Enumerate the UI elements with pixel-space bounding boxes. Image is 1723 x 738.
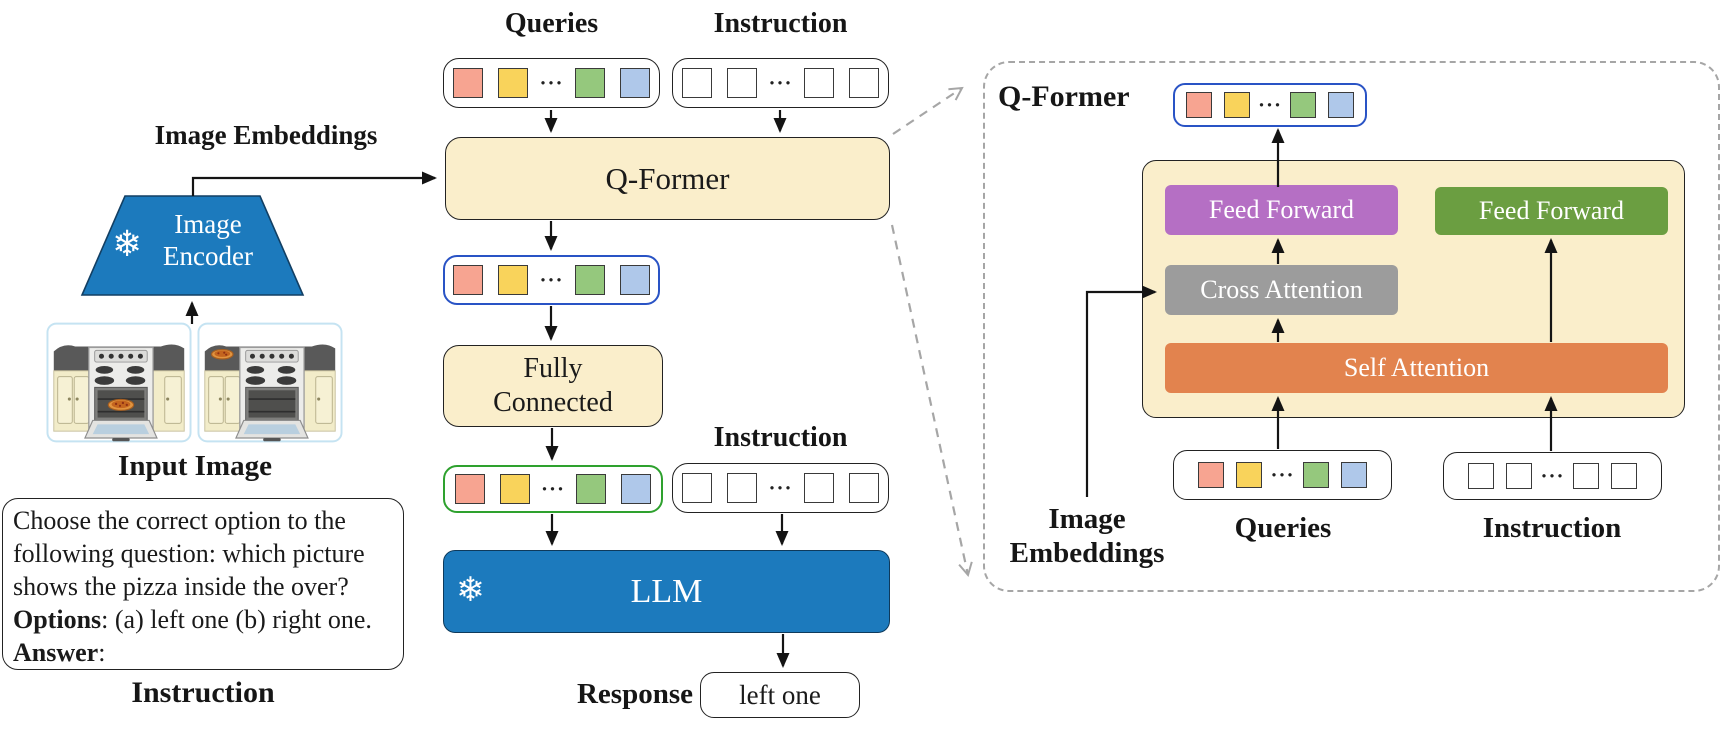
panel-image-embeddings-line2: Embeddings xyxy=(1009,537,1165,569)
token-square xyxy=(1236,462,1263,488)
response-value: left one xyxy=(739,679,821,710)
token-square xyxy=(619,68,650,98)
token-square xyxy=(574,68,605,98)
panel-output-token-box: ··· xyxy=(1173,83,1367,127)
token-square xyxy=(848,473,879,503)
instruction-line-1: Choose the correct option to the xyxy=(13,506,346,535)
panel-queries-token-box: ··· xyxy=(1173,450,1392,500)
image-embeddings-label: Image Embeddings xyxy=(154,120,378,150)
instruction-text-box: Choose the correct option to the followi… xyxy=(2,498,404,670)
token-square xyxy=(498,265,529,295)
qformer-box: Q-Former xyxy=(445,137,890,220)
fully-connected-line2: Connected xyxy=(493,387,613,418)
llm-box: ❄ LLM xyxy=(443,550,890,633)
token-square xyxy=(1572,463,1599,489)
token-square xyxy=(848,68,879,98)
fully-connected-box: Fully Connected xyxy=(443,345,663,427)
feed-forward-right-box: Feed Forward xyxy=(1435,187,1668,235)
cross-attention-label: Cross Attention xyxy=(1200,275,1363,304)
token-square xyxy=(619,265,650,295)
response-box: left one xyxy=(700,672,860,718)
token-square xyxy=(727,68,758,98)
panel-instruction-label: Instruction xyxy=(1482,512,1622,544)
qformer-box-label: Q-Former xyxy=(605,160,730,196)
token-square xyxy=(1328,92,1354,118)
token-square xyxy=(498,68,529,98)
instruction-line-4: Options: (a) left one (b) right one. xyxy=(13,605,372,634)
ellipsis-dots: ··· xyxy=(768,475,793,500)
token-square xyxy=(1610,463,1637,489)
queries-token-box-top: ··· xyxy=(443,58,660,108)
panel-image-embeddings-line1: Image xyxy=(1048,503,1126,535)
token-square xyxy=(576,474,606,504)
snowflake-icon: ❄ xyxy=(456,570,485,610)
panel-instruction-token-box: ··· xyxy=(1443,452,1662,500)
token-square xyxy=(1302,462,1329,488)
fully-connected-line1: Fully xyxy=(523,353,583,384)
token-square xyxy=(574,265,605,295)
input-image-label: Input Image xyxy=(118,450,272,482)
instruction-line-3: shows the pizza inside the over? xyxy=(13,572,349,601)
token-square xyxy=(1223,92,1250,118)
image-encoder-line2: Encoder xyxy=(163,241,253,271)
cross-attention-box: Cross Attention xyxy=(1165,265,1398,315)
projected-token-box: ··· xyxy=(443,465,663,513)
ellipsis-dots: ··· xyxy=(539,70,564,95)
self-attention-label: Self Attention xyxy=(1343,353,1490,382)
snowflake-icon: ❄ xyxy=(112,224,143,265)
token-square xyxy=(1468,463,1495,489)
instruction-label-left: Instruction xyxy=(131,676,275,709)
token-square xyxy=(682,473,713,503)
input-image-right-oven xyxy=(197,322,343,443)
ellipsis-dots: ··· xyxy=(540,476,565,501)
ellipsis-dots: ··· xyxy=(1257,92,1282,117)
token-square xyxy=(1340,462,1367,488)
qformer-panel-title: Q-Former xyxy=(998,80,1130,113)
instruction-line-5: Answer: xyxy=(13,638,106,667)
token-square xyxy=(803,473,834,503)
instruction-token-box-mid: ··· xyxy=(672,463,889,513)
input-image-left-oven xyxy=(46,322,192,443)
image-encoder-line1: Image xyxy=(174,209,242,239)
ellipsis-dots: ··· xyxy=(1270,462,1295,487)
ellipsis-dots: ··· xyxy=(539,267,564,292)
token-square xyxy=(727,473,758,503)
feed-forward-right-label: Feed Forward xyxy=(1478,196,1625,225)
token-square xyxy=(453,68,484,98)
token-square xyxy=(499,474,530,504)
self-attention-box: Self Attention xyxy=(1165,343,1668,393)
token-square xyxy=(803,68,834,98)
llm-box-label: LLM xyxy=(630,572,703,610)
token-square xyxy=(682,68,713,98)
qformer-detail-panel xyxy=(983,61,1720,592)
ellipsis-dots: ··· xyxy=(768,70,793,95)
queries-label-top: Queries xyxy=(504,8,599,39)
panel-image-embeddings-label: Image Embeddings xyxy=(987,502,1187,570)
token-square xyxy=(1506,463,1533,489)
feed-forward-left-box: Feed Forward xyxy=(1165,185,1398,235)
ellipsis-dots: ··· xyxy=(1540,463,1565,488)
token-square xyxy=(453,265,484,295)
image-encoder-label: Image Encoder xyxy=(142,208,274,272)
token-square xyxy=(1198,462,1225,488)
panel-queries-label: Queries xyxy=(1234,512,1332,544)
token-square xyxy=(1185,92,1212,118)
instruction-line-2: following question: which picture xyxy=(13,539,365,568)
token-square xyxy=(454,474,485,504)
feed-forward-left-label: Feed Forward xyxy=(1208,195,1355,224)
query-output-token-box: ··· xyxy=(443,255,660,305)
instruction-label-top: Instruction xyxy=(713,8,848,39)
token-square xyxy=(621,474,651,504)
instruction-token-box-top: ··· xyxy=(672,58,889,108)
response-label: Response xyxy=(576,678,693,710)
token-square xyxy=(1290,92,1316,118)
instruction-label-mid: Instruction xyxy=(713,422,848,453)
